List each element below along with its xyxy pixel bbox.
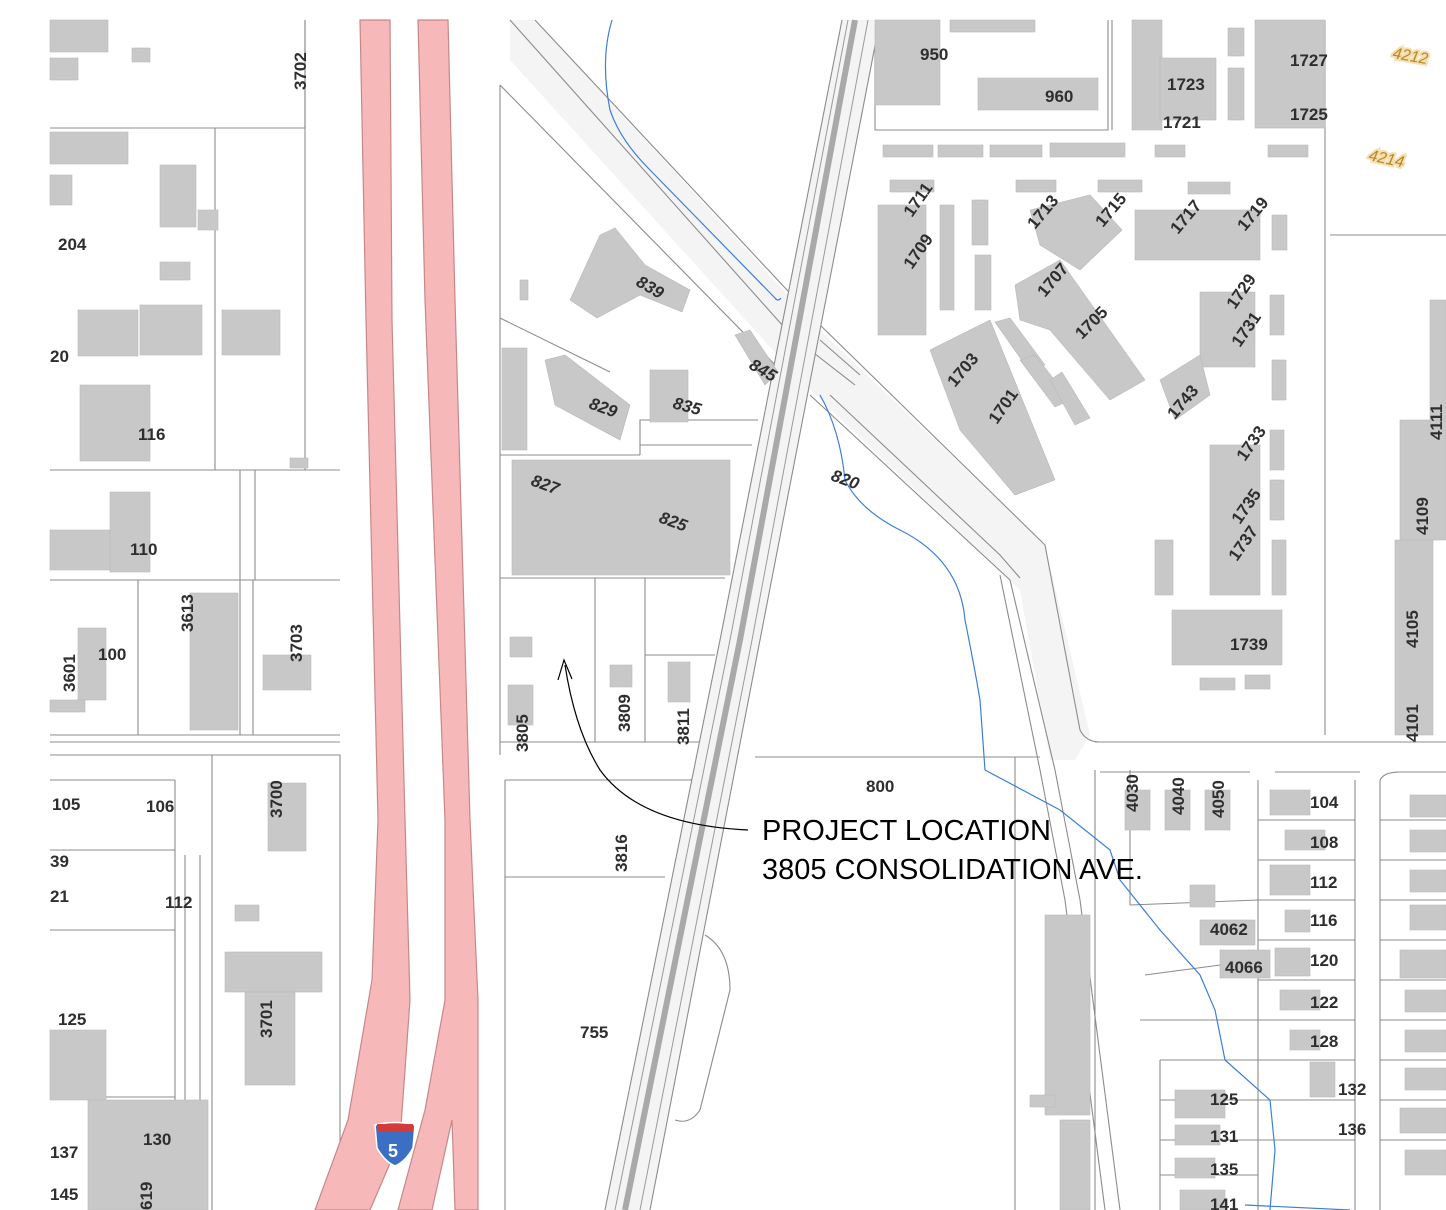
address-label: 4101 — [1403, 704, 1422, 742]
address-label: 3703 — [287, 624, 306, 662]
address-label: 137 — [50, 1143, 78, 1162]
address-label: 130 — [143, 1130, 171, 1149]
address-label: 755 — [580, 1023, 608, 1042]
address-label: 1723 — [1167, 75, 1205, 94]
callout-title: PROJECT LOCATION — [762, 815, 1051, 847]
address-label: 135 — [1210, 1160, 1238, 1179]
address-label: 21 — [50, 887, 69, 906]
address-label: 120 — [1310, 951, 1338, 970]
address-label: 3613 — [178, 594, 197, 632]
railroad — [604, 19, 881, 1210]
callout-arrowhead-icon — [557, 658, 573, 681]
address-label: 128 — [1310, 1032, 1338, 1051]
address-label: 3601 — [60, 654, 79, 692]
address-label: 4066 — [1225, 958, 1263, 977]
shield-icon — [374, 1121, 416, 1167]
address-label: 145 — [50, 1185, 78, 1204]
address-label: 20 — [50, 347, 69, 366]
address-label: 950 — [920, 45, 948, 64]
address-label: 4050 — [1209, 780, 1228, 818]
address-label: 4040 — [1169, 777, 1188, 815]
callout-leader-line — [564, 664, 749, 831]
address-label: 619 — [137, 1182, 156, 1210]
address-label: 204 — [58, 235, 87, 254]
address-label: 1725 — [1290, 105, 1328, 124]
address-label: 100 — [98, 645, 126, 664]
address-label: 108 — [1310, 833, 1338, 852]
address-label: 4111 — [1427, 404, 1446, 440]
address-label: 116 — [138, 425, 165, 444]
address-label: 3701 — [257, 1000, 276, 1038]
address-label: 800 — [866, 777, 894, 796]
address-label: 3700 — [267, 780, 286, 818]
address-label: 4030 — [1123, 774, 1142, 812]
address-label: 960 — [1045, 87, 1073, 106]
callout-address: 3805 CONSOLIDATION AVE. — [762, 854, 1143, 886]
address-label: 112 — [165, 893, 192, 912]
address-label: 132 — [1338, 1080, 1366, 1099]
buildings — [49, 19, 1446, 1210]
interstate-shield: 5 — [374, 1121, 416, 1167]
address-label: 122 — [1310, 993, 1338, 1012]
address-label: 104 — [1310, 793, 1339, 812]
address-label: 105 — [52, 795, 80, 814]
address-label: 1739 — [1230, 635, 1268, 654]
address-label: 141 — [1210, 1195, 1238, 1210]
address-label: 4109 — [1413, 497, 1432, 535]
address-label: 125 — [1210, 1090, 1238, 1109]
project-location-callout: PROJECT LOCATION 3805 CONSOLIDATION AVE. — [557, 658, 1143, 886]
address-label: 4105 — [1403, 610, 1422, 648]
shield-number: 5 — [388, 1141, 398, 1161]
address-label: 1721 — [1163, 113, 1201, 132]
streams — [604, 19, 1351, 1210]
address-label: 136 — [1338, 1120, 1366, 1139]
address-label: 3811 — [674, 708, 693, 745]
address-label: 3702 — [291, 52, 310, 90]
address-label: 3816 — [612, 834, 631, 872]
address-label: 112 — [1310, 873, 1337, 892]
address-label: 125 — [58, 1010, 86, 1029]
address-label: 106 — [146, 797, 174, 816]
interstate-5 — [314, 19, 479, 1210]
address-label: 3809 — [615, 694, 634, 732]
address-label: 131 — [1210, 1127, 1238, 1146]
address-label: 116 — [1310, 911, 1337, 930]
address-label: 4062 — [1210, 920, 1248, 939]
address-label: 39 — [50, 852, 69, 871]
address-label: 1727 — [1290, 51, 1328, 70]
address-label: 110 — [130, 540, 157, 559]
project-parcel-label: 3805 — [513, 714, 532, 752]
shield-top-band — [377, 1124, 413, 1131]
